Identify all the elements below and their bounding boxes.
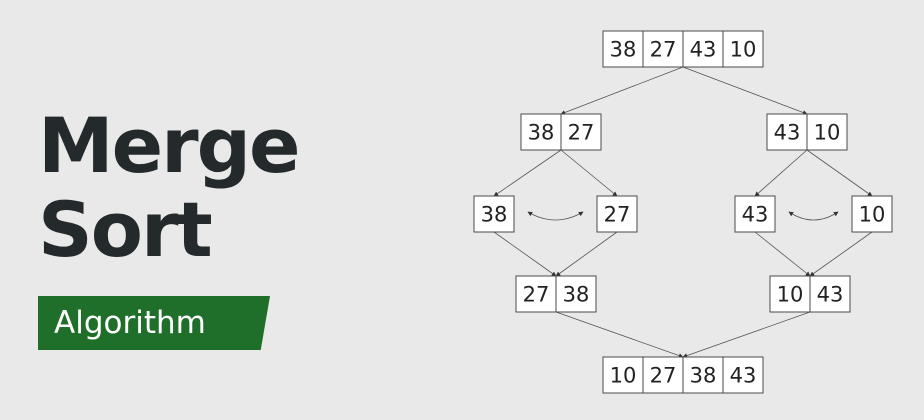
array-cell-value: 10 bbox=[814, 121, 841, 145]
array-node-left: 38 27 bbox=[520, 113, 602, 151]
array-cell bbox=[809, 275, 851, 313]
array-node-lm: 27 38 bbox=[515, 275, 597, 313]
array-cell-value: 38 bbox=[481, 203, 508, 227]
title-sort: Sort bbox=[38, 185, 213, 274]
edge-right-to-rr bbox=[806, 149, 873, 197]
edge-left-to-lr bbox=[560, 149, 618, 197]
array-cell-value: 38 bbox=[563, 283, 590, 307]
array-node-ll: 38 bbox=[473, 195, 515, 233]
array-cell-value: 10 bbox=[777, 283, 804, 307]
array-cell bbox=[769, 275, 811, 313]
array-cell bbox=[602, 30, 644, 68]
edge-right-to-rl bbox=[754, 149, 808, 197]
array-node-lr: 27 bbox=[596, 195, 638, 233]
array-cell bbox=[722, 356, 764, 394]
array-cell-value: 43 bbox=[774, 121, 801, 145]
edge-lm-to-final bbox=[555, 311, 684, 358]
array-cell bbox=[520, 113, 562, 151]
edge-rl-to-rm bbox=[754, 231, 811, 277]
algorithm-badge-label: Algorithm bbox=[54, 305, 206, 341]
array-cell bbox=[642, 30, 684, 68]
edge-ll-to-lm bbox=[493, 231, 557, 277]
array-cell-value: 27 bbox=[604, 203, 631, 227]
title-merge: Merge bbox=[38, 101, 301, 190]
edge-left-to-ll bbox=[493, 149, 562, 197]
edge-root-to-right bbox=[682, 66, 808, 115]
array-cell-value: 43 bbox=[742, 203, 769, 227]
array-node-rm: 10 43 bbox=[769, 275, 851, 313]
array-cell-value: 43 bbox=[690, 38, 717, 62]
array-cell-value: 10 bbox=[730, 38, 757, 62]
array-cell bbox=[734, 195, 776, 233]
edges-layer bbox=[493, 66, 873, 358]
array-cell-value: 27 bbox=[650, 364, 677, 388]
array-cell-value: 43 bbox=[817, 283, 844, 307]
array-cell-value: 38 bbox=[690, 364, 717, 388]
array-cell-value: 43 bbox=[730, 364, 757, 388]
array-node-final: 10 27 38 43 bbox=[602, 356, 764, 394]
swap-arrow-rl-rr bbox=[788, 211, 839, 221]
array-cell bbox=[722, 30, 764, 68]
array-cell bbox=[851, 195, 893, 233]
array-cell-value: 27 bbox=[523, 283, 550, 307]
array-cell bbox=[555, 275, 597, 313]
edge-rm-to-final bbox=[682, 311, 811, 358]
array-cell bbox=[515, 275, 557, 313]
edge-root-to-left bbox=[560, 66, 684, 115]
array-cell bbox=[596, 195, 638, 233]
array-node-rl: 43 bbox=[734, 195, 776, 233]
array-node-right: 43 10 bbox=[766, 113, 848, 151]
array-node-root: 38 27 43 10 bbox=[602, 30, 764, 68]
swap-arrow-ll-lr bbox=[527, 211, 584, 221]
nodes-layer: 38 27 43 10 38 27 43 10 38 27 43 10 27 38 10 43 10 27 38 43 bbox=[473, 30, 893, 394]
array-cell-value: 27 bbox=[568, 121, 595, 145]
array-cell bbox=[642, 356, 684, 394]
array-cell bbox=[560, 113, 602, 151]
array-cell-value: 10 bbox=[610, 364, 637, 388]
array-node-rr: 10 bbox=[851, 195, 893, 233]
edge-lr-to-lm bbox=[555, 231, 618, 277]
array-cell-value: 38 bbox=[610, 38, 637, 62]
array-cell bbox=[473, 195, 515, 233]
swaps-layer bbox=[527, 211, 839, 221]
array-cell-value: 38 bbox=[528, 121, 555, 145]
array-cell-value: 10 bbox=[859, 203, 886, 227]
array-cell bbox=[806, 113, 848, 151]
algorithm-badge: Algorithm bbox=[38, 296, 270, 350]
array-cell-value: 27 bbox=[650, 38, 677, 62]
array-cell bbox=[602, 356, 644, 394]
array-cell bbox=[682, 30, 724, 68]
array-cell bbox=[766, 113, 808, 151]
edge-rr-to-rm bbox=[809, 231, 873, 277]
